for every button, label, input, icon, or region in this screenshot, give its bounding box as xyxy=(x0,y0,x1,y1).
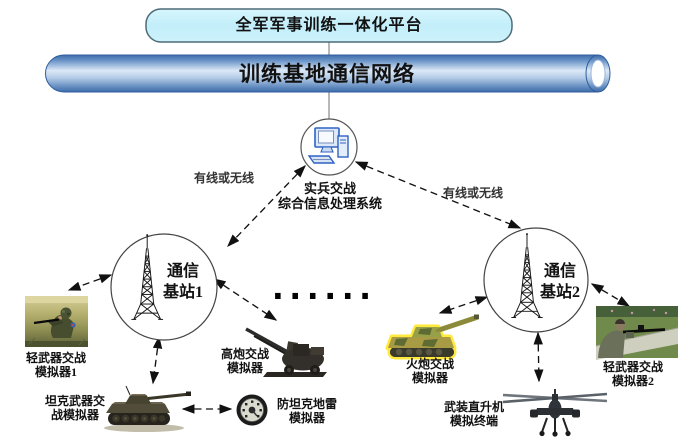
tank-image xyxy=(104,385,191,432)
network-cylinder xyxy=(45,54,611,93)
light-weapon-2-line2: 模拟器2 xyxy=(611,374,654,388)
link-label-left: 有线或无线 xyxy=(193,171,254,185)
artillery-line2: 模拟器 xyxy=(411,371,448,385)
link-station2-soldier2 xyxy=(590,283,631,307)
soldier-photo-1 xyxy=(25,296,88,347)
soldier-photo-2 xyxy=(595,306,679,360)
link-computer-station2 xyxy=(354,161,522,229)
station2-node xyxy=(483,227,589,333)
station2-label: 通信 基站2 xyxy=(525,261,595,303)
light-weapon-1-line2: 模拟器1 xyxy=(34,365,77,379)
link-station2-artillery xyxy=(438,296,489,314)
artillery-label: 火炮交战 模拟器 xyxy=(385,357,475,385)
computer-icon xyxy=(307,127,349,164)
computer-node xyxy=(300,118,358,176)
artillery-image xyxy=(385,314,479,360)
station1-label: 通信 基站1 xyxy=(148,261,218,303)
platform-title: 全军军事训练一体化平台 xyxy=(235,17,423,34)
aa-gun-line1: 高炮交战 xyxy=(220,347,269,361)
station2-line2: 基站2 xyxy=(539,284,580,301)
tank-line1: 坦克武器交 xyxy=(44,394,105,408)
link-station1-gun xyxy=(212,278,278,321)
platform-box xyxy=(145,8,513,43)
artillery-line1: 火炮交战 xyxy=(405,357,454,371)
network-title: 训练基地通信网络 xyxy=(239,62,415,86)
link-station1-tank xyxy=(149,335,163,385)
light-weapon-2-label: 轻武器交战 模拟器2 xyxy=(588,360,678,388)
tank-line2: 战模拟器 xyxy=(50,408,99,422)
link-label-right: 有线或无线 xyxy=(442,186,503,200)
dashed-links xyxy=(67,161,631,414)
helicopter-line1: 武装直升机 xyxy=(443,400,504,414)
separator-dots: ...... xyxy=(267,268,376,308)
link-station2-helicopter xyxy=(533,331,544,383)
helicopter-line2: 模拟终端 xyxy=(449,414,498,428)
light-weapon-1-line1: 轻武器交战 xyxy=(25,351,86,365)
light-weapon-1-label: 轻武器交战 模拟器1 xyxy=(11,351,101,379)
aa-gun-image xyxy=(245,327,327,377)
link-computer-station1 xyxy=(227,165,306,247)
helicopter-image xyxy=(502,389,608,437)
station2-line1: 通信 xyxy=(543,263,576,280)
mine-line2: 模拟器 xyxy=(288,411,325,425)
tank-label: 坦克武器交 战模拟器 xyxy=(30,394,120,422)
link-station1-soldier1 xyxy=(67,274,113,291)
mine-image xyxy=(236,394,268,426)
processing-system-label: 实兵交战 综合信息处理系统 xyxy=(255,181,405,211)
mine-label: 防坦克地雷 模拟器 xyxy=(262,397,352,425)
station1-node xyxy=(110,233,218,341)
station1-line2: 基站1 xyxy=(162,284,203,301)
processing-line1: 实兵交战 xyxy=(303,181,356,196)
processing-line2: 综合信息处理系统 xyxy=(277,196,382,211)
station1-line1: 通信 xyxy=(166,263,199,280)
aa-gun-label: 高炮交战 模拟器 xyxy=(200,347,290,375)
aa-gun-line2: 模拟器 xyxy=(226,361,263,375)
mine-line1: 防坦克地雷 xyxy=(276,397,337,411)
helicopter-label: 武装直升机 模拟终端 xyxy=(429,400,519,428)
light-weapon-2-line1: 轻武器交战 xyxy=(602,360,663,374)
